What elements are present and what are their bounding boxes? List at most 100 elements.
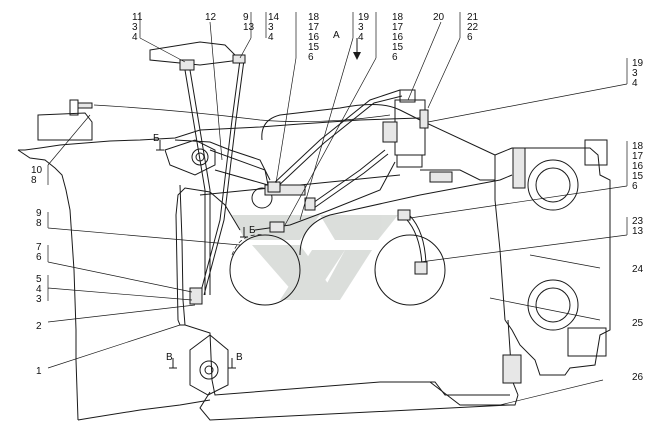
callout-line: 18 bbox=[308, 12, 320, 23]
callout-line: 18 bbox=[392, 12, 404, 23]
callout-26: 26 bbox=[632, 372, 644, 383]
frame-left-body bbox=[17, 117, 421, 421]
callout-line: A bbox=[333, 30, 340, 41]
hydraulic-lines bbox=[93, 59, 427, 296]
callout-line: 7 bbox=[36, 242, 42, 253]
callout-line: 3 bbox=[358, 22, 364, 33]
bracket-lug-bottom bbox=[502, 354, 522, 384]
callout-line: 16 bbox=[632, 161, 644, 172]
callout-line: 16 bbox=[392, 32, 404, 43]
tank-fitting bbox=[77, 102, 93, 109]
fittings bbox=[179, 54, 453, 305]
callout-line: 13 bbox=[632, 226, 644, 237]
callout-line: 3 bbox=[36, 294, 42, 305]
callout-line: 6 bbox=[36, 252, 42, 263]
callout-line: 4 bbox=[632, 78, 638, 89]
callout-line: 17 bbox=[392, 22, 404, 33]
right-bracket bbox=[494, 139, 611, 396]
callout-line: 18 bbox=[632, 141, 644, 152]
tank-part bbox=[37, 99, 93, 141]
callout-line: 4 bbox=[132, 32, 138, 43]
callout-line: 25 bbox=[632, 318, 644, 329]
callout-line: 23 bbox=[632, 216, 644, 227]
leader-lines bbox=[47, 12, 628, 406]
callout-line: 9 bbox=[36, 208, 42, 219]
callout-line: 17 bbox=[632, 151, 644, 162]
valve-fitting bbox=[382, 121, 398, 143]
callout-line: 4 bbox=[358, 32, 364, 43]
callout-line: 14 bbox=[268, 12, 280, 23]
callout-line: 8 bbox=[36, 218, 42, 229]
callout-line: 15 bbox=[632, 171, 644, 182]
callout-24: 24 bbox=[632, 264, 644, 275]
callout-line: 19 bbox=[632, 58, 644, 69]
callout-line: 8 bbox=[31, 175, 37, 186]
valve-port bbox=[419, 109, 429, 129]
callout-line: 21 bbox=[467, 12, 479, 23]
callout-line: 2 bbox=[36, 321, 42, 332]
callout-line: 24 bbox=[632, 264, 644, 275]
callout-line: 6 bbox=[392, 52, 398, 63]
callout-line: 5 bbox=[36, 274, 42, 285]
callout-line: 26 bbox=[632, 372, 644, 383]
callout-line: 10 bbox=[31, 165, 43, 176]
callout-2: 2 bbox=[36, 321, 42, 332]
callout-line: 6 bbox=[308, 52, 314, 63]
callout-line: 11 bbox=[132, 12, 143, 23]
lower-pivot bbox=[189, 334, 229, 396]
link-rod bbox=[264, 184, 306, 196]
lever-assembly bbox=[164, 139, 306, 209]
callout-line: 4 bbox=[36, 284, 42, 295]
callout-25: 25 bbox=[632, 318, 644, 329]
callout-V-1: В bbox=[166, 352, 173, 363]
callout-line: 1 bbox=[36, 366, 42, 377]
frame-circles bbox=[229, 174, 513, 306]
callout-line: 16 bbox=[308, 32, 320, 43]
callout-line: В bbox=[166, 352, 173, 363]
callout-line: Б bbox=[249, 225, 256, 236]
callout-line: 15 bbox=[308, 42, 320, 53]
valve-block bbox=[382, 89, 429, 168]
watermark-logo bbox=[232, 215, 398, 300]
callout-line: 6 bbox=[467, 32, 473, 43]
callout-line: 4 bbox=[268, 32, 274, 43]
callout-line: 13 bbox=[243, 22, 255, 33]
callout-B-1: Б bbox=[153, 133, 160, 144]
callout-line: 9 bbox=[243, 12, 249, 23]
callout-line: В bbox=[236, 352, 243, 363]
callout-line: 22 bbox=[467, 22, 479, 33]
callout-line: 3 bbox=[632, 68, 638, 79]
callout-line: 12 bbox=[205, 12, 217, 23]
callout-line: 15 bbox=[392, 42, 404, 53]
callout-line: 19 bbox=[358, 12, 370, 23]
callout-A: A bbox=[333, 30, 340, 41]
callout-line: 3 bbox=[132, 22, 138, 33]
callout-20: 20 bbox=[433, 12, 445, 23]
arm-housing bbox=[175, 184, 519, 421]
callout-V-2: В bbox=[236, 352, 243, 363]
section-markers bbox=[156, 38, 361, 369]
callout-line: Б bbox=[153, 133, 160, 144]
callout-line: 17 bbox=[308, 22, 320, 33]
bracket-lug-top bbox=[512, 147, 526, 189]
callout-12: 12 bbox=[205, 12, 217, 23]
callout-B-2: Б bbox=[249, 225, 256, 236]
callout-line: 6 bbox=[632, 181, 638, 192]
callout-line: 3 bbox=[268, 22, 274, 33]
